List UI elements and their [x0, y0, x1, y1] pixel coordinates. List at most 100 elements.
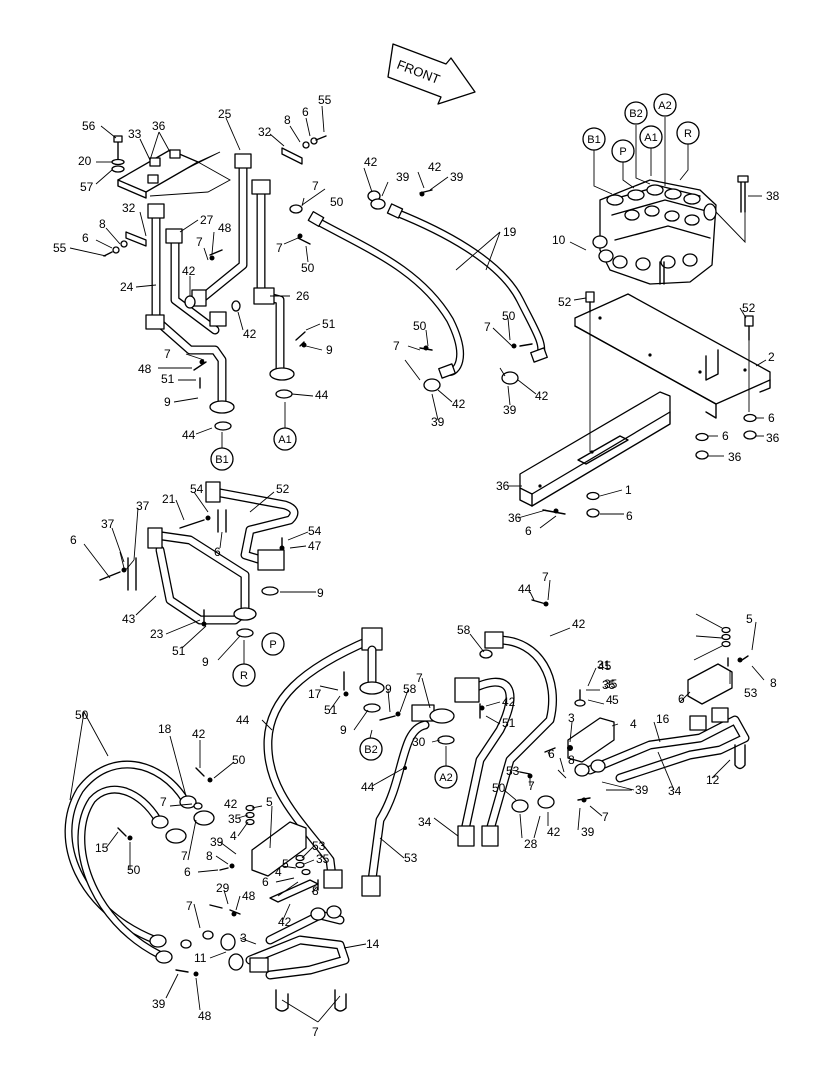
part-label: 5	[612, 693, 619, 707]
part-label: 57	[80, 180, 94, 194]
part-label: 6	[525, 524, 532, 538]
part-label: 54	[190, 482, 204, 496]
part-label: 39	[210, 835, 224, 849]
part-label: 6	[302, 105, 309, 119]
port-label: B2	[364, 744, 377, 756]
part-label: 37	[136, 499, 150, 513]
small-hardware-upper-left	[184, 204, 311, 431]
part-label: 20	[78, 154, 92, 168]
part-label: 39	[581, 825, 595, 839]
part-label: 42	[452, 397, 466, 411]
part-label: 42	[502, 695, 516, 709]
part-label: 7	[484, 320, 491, 334]
port-circle-p-valve: P	[611, 139, 635, 163]
part-label: 50	[75, 708, 89, 722]
part-label: 6	[548, 747, 555, 761]
part-label: 50	[127, 863, 141, 877]
port-label: A2	[658, 100, 671, 112]
part-label: 55	[318, 93, 332, 107]
mounting-plate-2	[574, 293, 771, 419]
part-label: 7	[602, 810, 609, 824]
part-label: 39	[396, 170, 410, 184]
part-label: 9	[340, 723, 347, 737]
part-label: 42	[182, 264, 196, 278]
part-label: 34	[418, 815, 432, 829]
port-circle-a2-tube: A2	[434, 765, 458, 789]
control-valve-assembly	[592, 175, 749, 285]
clamp-32-left	[103, 231, 147, 257]
part-label: 48	[138, 362, 152, 376]
support-channel-1	[519, 391, 671, 507]
part-label: 50	[301, 261, 315, 275]
part-label: 5	[282, 857, 289, 871]
part-label: 55	[53, 241, 67, 255]
port-circle-b1-tube: B1	[210, 447, 234, 471]
part-label: 1	[625, 483, 632, 497]
part-label: 33	[128, 127, 142, 141]
part-label: 51	[322, 317, 336, 331]
part-label: 7	[196, 235, 203, 249]
tube-28-31	[379, 599, 558, 847]
port-circle-a1-valve: A1	[639, 125, 663, 149]
part-label: 58	[403, 682, 417, 696]
part-label: 53	[744, 686, 758, 700]
part-label: 39	[431, 415, 445, 429]
part-label: 7	[186, 899, 193, 913]
part-label: 51	[161, 372, 175, 386]
part-label: 39	[450, 170, 464, 184]
port-label: R	[684, 128, 692, 140]
port-label: R	[240, 670, 248, 682]
part-label: 34	[668, 784, 682, 798]
port-label: P	[619, 146, 626, 158]
part-label: 48	[242, 889, 256, 903]
part-label: 39	[635, 783, 649, 797]
part-label: 8	[284, 113, 291, 127]
tube-23	[99, 515, 285, 638]
part-label: 28	[524, 837, 538, 851]
part-label: 24	[120, 280, 134, 294]
part-label: 53	[404, 851, 418, 865]
port-circle-r-valve: R	[676, 121, 700, 145]
part-label: 7	[312, 1025, 319, 1039]
part-number-labels: 56 36 33 20 57 25 32 8 6 55 32 27 8 6 55…	[53, 93, 780, 1039]
part-label: 7	[312, 179, 319, 193]
part-label: 16	[656, 712, 670, 726]
part-label: 35	[604, 677, 618, 691]
part-label: 19	[503, 225, 517, 239]
part-label: 5	[746, 612, 753, 626]
part-label: 9	[326, 343, 333, 357]
tube-29	[361, 704, 435, 897]
part-label: 42	[535, 389, 549, 403]
port-circle-r-tube: R	[232, 663, 256, 687]
part-label: 6	[768, 411, 775, 425]
part-label: 23	[150, 627, 164, 641]
part-label: 42	[364, 155, 378, 169]
part-label: 3	[568, 711, 575, 725]
port-circle-p-tube: P	[261, 632, 285, 656]
part-label: 27	[200, 213, 214, 227]
tube-11-14	[209, 904, 350, 1012]
part-label: 39	[152, 997, 166, 1011]
port-circle-group: B1 P B2 A1 A2 R A1 B1 P R B2 A2	[210, 93, 700, 789]
part-label: 51	[172, 644, 186, 658]
part-label: 6	[214, 545, 221, 559]
part-label: 50	[232, 753, 246, 767]
part-label: 6	[262, 875, 269, 889]
part-label: 36	[152, 119, 166, 133]
part-label: 32	[258, 125, 272, 139]
part-label: 44	[182, 428, 196, 442]
part-label: 25	[218, 107, 232, 121]
part-label: 11	[194, 951, 207, 965]
part-label: 37	[101, 517, 115, 531]
part-label: 42	[192, 727, 206, 741]
part-label: 50	[413, 319, 427, 333]
part-label: 5	[266, 795, 273, 809]
part-label: 7	[393, 339, 400, 353]
part-label: 7	[164, 347, 171, 361]
part-label: 7	[416, 671, 423, 685]
part-label: 50	[330, 195, 344, 209]
part-label: 8	[770, 676, 777, 690]
part-label: 42	[278, 915, 292, 929]
leader-lines	[69, 105, 767, 1023]
